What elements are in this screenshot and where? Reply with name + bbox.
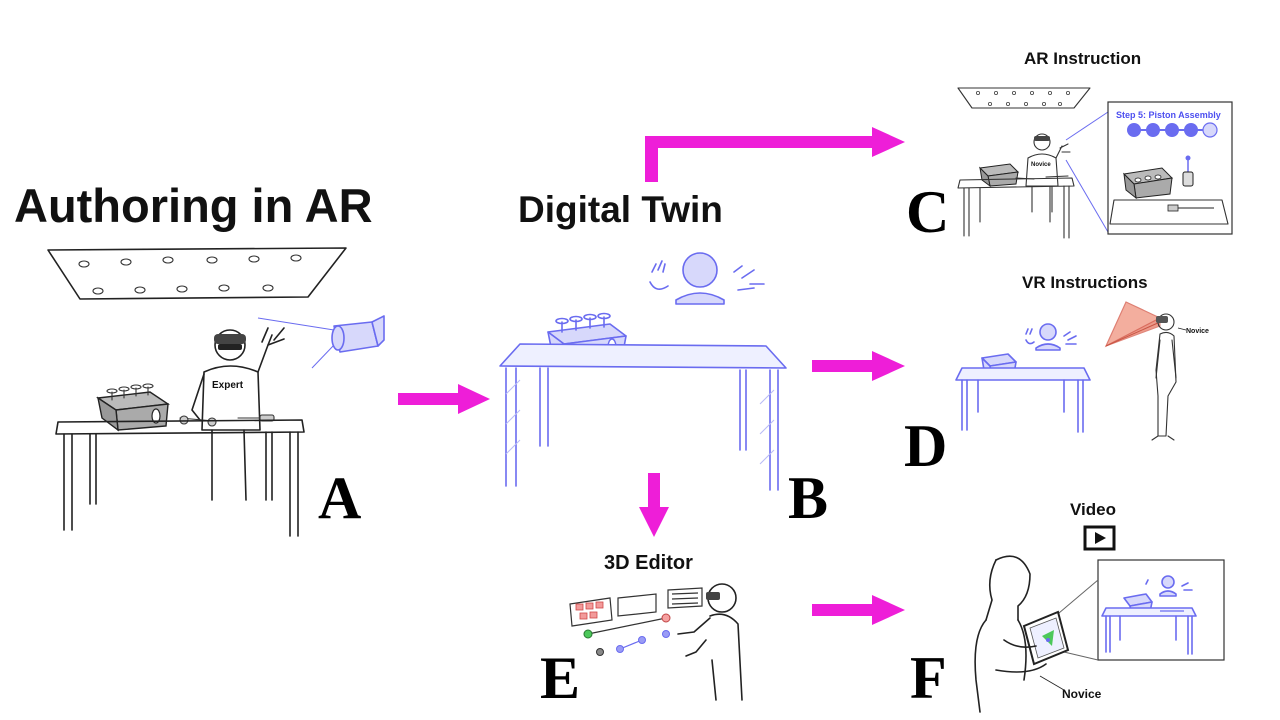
letter-b: B bbox=[788, 465, 828, 531]
panel-3d-editor: 3D Editor bbox=[540, 552, 743, 711]
step-title: Step 5: Piston Assembly bbox=[1116, 110, 1221, 120]
ar-engine-block bbox=[978, 163, 1020, 188]
digital-twin-title: Digital Twin bbox=[518, 189, 723, 230]
step-progress-dots bbox=[1127, 122, 1218, 138]
vr-frustum bbox=[1104, 301, 1162, 348]
vr-avatar-icon bbox=[1025, 323, 1077, 351]
ceiling-panel bbox=[47, 247, 347, 300]
twin-table bbox=[499, 343, 787, 491]
video-novice-label: Novice bbox=[1062, 687, 1102, 701]
authoring-table bbox=[55, 419, 305, 537]
vr-novice-person: Novice bbox=[1151, 313, 1209, 441]
tablet-device bbox=[1022, 610, 1070, 666]
panel-ar-instruction: AR Instruction Novice bbox=[906, 49, 1233, 245]
editor-timeline bbox=[583, 613, 671, 656]
video-title: Video bbox=[1070, 500, 1116, 519]
ar-table bbox=[957, 177, 1075, 239]
letter-f: F bbox=[910, 645, 947, 711]
panel-digital-twin: Digital Twin bbox=[499, 189, 828, 531]
arrow-b-to-e bbox=[639, 473, 669, 537]
editor-person bbox=[677, 583, 743, 701]
ar-ceiling-panel bbox=[957, 87, 1091, 109]
letter-d: D bbox=[904, 413, 947, 479]
panel-vr-instructions: VR Instructions Novice bbox=[904, 273, 1209, 479]
vr-table bbox=[955, 367, 1091, 433]
ar-novice-person: Novice bbox=[1025, 133, 1071, 213]
ar-novice-label: Novice bbox=[1031, 162, 1051, 168]
camera-icon bbox=[257, 315, 385, 369]
vr-novice-label: Novice bbox=[1186, 328, 1209, 335]
vr-instructions-title: VR Instructions bbox=[1022, 273, 1148, 292]
arrow-b-to-c bbox=[645, 127, 905, 182]
letter-a: A bbox=[318, 465, 361, 531]
editor-panels bbox=[569, 587, 703, 627]
flow-arrows bbox=[398, 127, 905, 625]
play-icon bbox=[1083, 525, 1116, 551]
editor-title: 3D Editor bbox=[604, 552, 693, 574]
callout-engine bbox=[1122, 167, 1174, 200]
letter-c: C bbox=[906, 179, 949, 245]
expert-person: Expert bbox=[191, 327, 285, 501]
arrow-b-to-d bbox=[812, 351, 905, 381]
video-novice-person: Novice bbox=[974, 555, 1102, 713]
avatar-icon bbox=[649, 252, 765, 305]
ar-instruction-title: AR Instruction bbox=[1024, 49, 1141, 68]
panel-video: Video bbox=[910, 500, 1225, 713]
video-table bbox=[1101, 607, 1197, 655]
arrow-e-to-f bbox=[812, 595, 905, 625]
authoring-title: Authoring in AR bbox=[14, 179, 373, 232]
ar-step-callout: Step 5: Piston Assembly bbox=[1107, 101, 1233, 235]
letter-e: E bbox=[540, 645, 580, 711]
arrow-a-to-b bbox=[398, 384, 490, 414]
engine-block bbox=[96, 383, 170, 432]
callout-piston bbox=[1182, 155, 1194, 187]
callout-table bbox=[1109, 199, 1229, 225]
expert-label: Expert bbox=[212, 380, 244, 391]
video-avatar bbox=[1145, 575, 1193, 597]
video-frame bbox=[1097, 559, 1225, 661]
panel-authoring: Authoring in AR bbox=[14, 179, 385, 537]
